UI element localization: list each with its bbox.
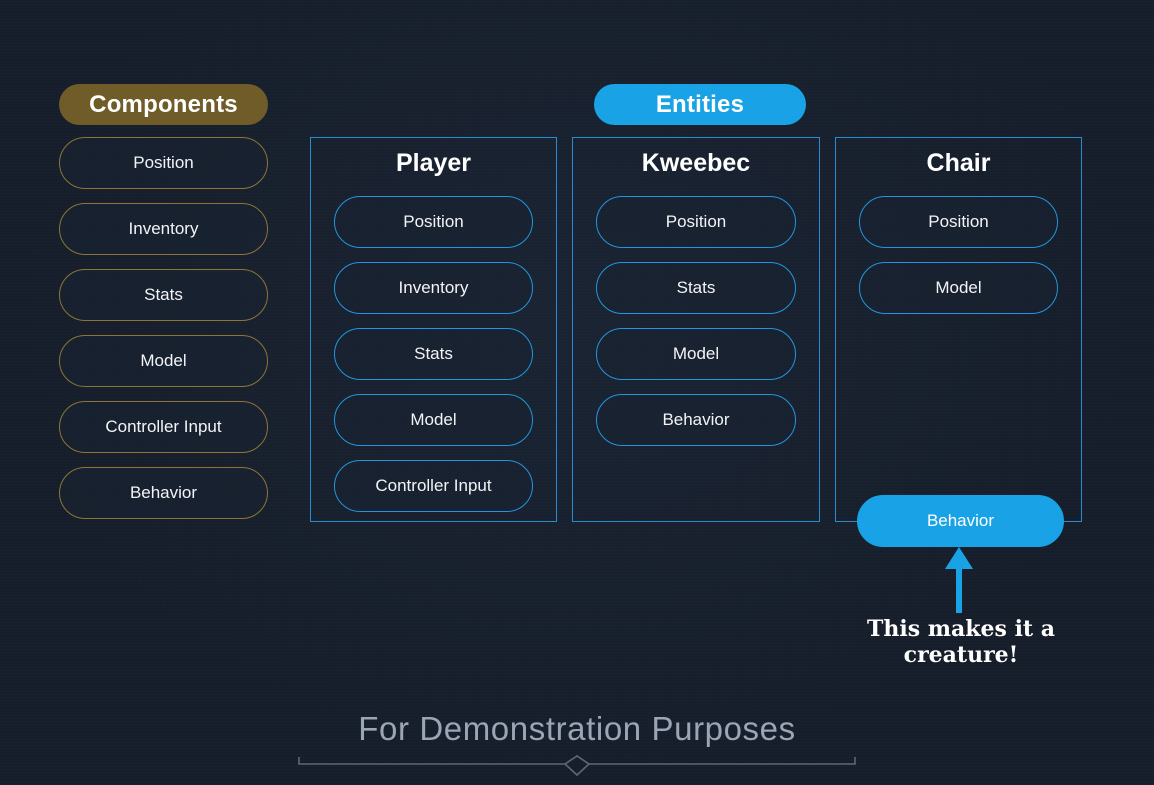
up-arrow-icon [944,547,974,613]
entity-component-chip[interactable]: Model [859,262,1058,314]
entity-title: Player [395,149,472,177]
annotation-text: This makes it a creature! [866,616,1056,668]
entity-component-chip[interactable]: Position [859,196,1058,248]
chip-behavior-highlight[interactable]: Behavior [857,495,1064,547]
entity-component-chip[interactable]: Controller Input [334,460,533,512]
entity-component-chip[interactable]: Behavior [596,394,796,446]
entity-component-chip[interactable]: Stats [596,262,796,314]
entity-title: Kweebec [641,149,751,177]
component-chip[interactable]: Controller Input [59,401,268,453]
entity-component-chip[interactable]: Stats [334,328,533,380]
entity-component-chip[interactable]: Inventory [334,262,533,314]
components-header-pill: Components [59,84,268,125]
diamond-divider-icon [0,755,1154,782]
entity-title: Chair [926,149,991,177]
footer-title: For Demonstration Purposes [358,710,796,747]
component-chip[interactable]: Inventory [59,203,268,255]
entities-header-pill: Entities [594,84,806,125]
entity-component-chip[interactable]: Position [334,196,533,248]
entity-component-chip[interactable]: Model [596,328,796,380]
component-chip[interactable]: Model [59,335,268,387]
component-chip[interactable]: Stats [59,269,268,321]
footer: For Demonstration Purposes [0,710,1154,782]
entity-component-chip[interactable]: Position [596,196,796,248]
component-chip[interactable]: Position [59,137,268,189]
entity-component-chip[interactable]: Model [334,394,533,446]
component-chip[interactable]: Behavior [59,467,268,519]
